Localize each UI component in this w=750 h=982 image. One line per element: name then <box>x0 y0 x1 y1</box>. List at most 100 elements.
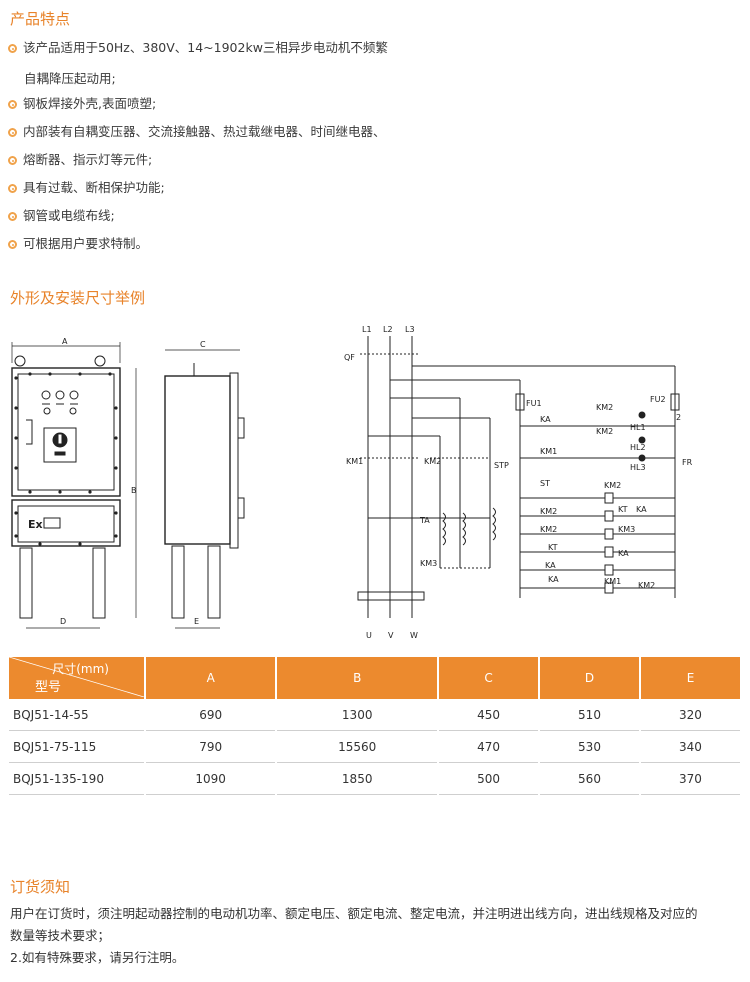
dim-label-a: A <box>62 337 68 346</box>
feature-item: 可根据用户要求特制。 <box>8 236 148 252</box>
label-km2-coil: KM2 <box>604 481 621 490</box>
feature-text: 熔断器、指示灯等元件; <box>23 152 153 167</box>
label-2: 2 <box>676 413 681 422</box>
table-row: BQJ51-135-190 1090 1850 500 560 370 <box>9 763 740 795</box>
table-cell: 560 <box>540 763 639 795</box>
label-w: W <box>410 631 418 640</box>
label-fu2: FU2 <box>650 395 666 404</box>
table-cell: 15560 <box>277 731 438 763</box>
label-l1: L1 <box>362 325 372 334</box>
column-header: A <box>146 657 276 699</box>
feature-text: 钢板焊接外壳,表面喷塑; <box>23 96 157 111</box>
label-stp: STP <box>494 461 509 470</box>
column-header: B <box>277 657 438 699</box>
column-header: E <box>640 657 740 699</box>
table-header-row: 尺寸(mm) 型号 A B C D E <box>9 657 740 699</box>
label-km2-main: KM2 <box>424 457 441 466</box>
label-kt-contact: KT <box>548 543 558 552</box>
label-ka-coil: KA <box>618 549 629 558</box>
label-km2-contact: KM2 <box>540 507 557 516</box>
bullet-icon <box>8 240 17 249</box>
feature-text: 可根据用户要求特制。 <box>23 236 149 251</box>
feature-item: 钢管或电缆布线; <box>8 208 115 224</box>
table-cell: 790 <box>146 731 276 763</box>
table-cell: 320 <box>640 699 740 731</box>
label-ta: TA <box>419 516 430 525</box>
bullet-icon <box>8 156 17 165</box>
label-l2: L2 <box>383 325 393 334</box>
label-ka-contact3: KA <box>548 575 559 584</box>
bullet-icon <box>8 128 17 137</box>
feature-item: 内部装有自耦变压器、交流接触器、热过载继电器、时间继电器、 <box>8 124 386 140</box>
bullet-icon <box>8 44 17 53</box>
features-title: 产品特点 <box>10 10 71 28</box>
feature-item: 钢板焊接外壳,表面喷塑; <box>8 96 156 112</box>
bullet-icon <box>8 184 17 193</box>
label-st: ST <box>540 479 550 488</box>
label-ka: KA <box>540 415 551 424</box>
diagonal-header-cell: 尺寸(mm) 型号 <box>9 657 144 699</box>
label-l3: L3 <box>405 325 415 334</box>
label-km1-main: KM1 <box>346 457 363 466</box>
label-km2: KM2 <box>596 403 613 412</box>
table-cell: 450 <box>439 699 539 731</box>
table-cell: 1850 <box>277 763 438 795</box>
order-title: 订货须知 <box>10 878 71 896</box>
model-cell: BQJ51-135-190 <box>9 763 144 795</box>
label-kt-coil: KT <box>618 505 628 514</box>
table-cell: 370 <box>640 763 740 795</box>
label-hl1: HL1 <box>630 423 646 432</box>
label-ka-contact2: KA <box>545 561 556 570</box>
label-fu1: FU1 <box>526 399 542 408</box>
model-cell: BQJ51-75-115 <box>9 731 144 763</box>
ex-mark: Ex <box>28 518 43 531</box>
front-view: A Ex D B <box>11 337 137 629</box>
dimensions-title: 外形及安装尺寸举例 <box>10 289 146 307</box>
dim-label-c: C <box>200 340 206 349</box>
feature-item: 该产品适用于50Hz、380V、14~1902kw三相异步电动机不频繁 <box>8 40 388 56</box>
label-qf: QF <box>344 353 355 362</box>
spec-table: 尺寸(mm) 型号 A B C D E BQJ51-14-55 690 1300… <box>7 657 742 795</box>
column-header: C <box>439 657 539 699</box>
table-row: BQJ51-75-115 790 15560 470 530 340 <box>9 731 740 763</box>
table-cell: 1300 <box>277 699 438 731</box>
order-line: 用户在订货时，须注明起动器控制的电动机功率、额定电压、额定电流、整定电流，并注明… <box>10 906 698 921</box>
table-cell: 530 <box>540 731 639 763</box>
label-ka-contact: KA <box>636 505 647 514</box>
dim-label-d: D <box>60 617 66 626</box>
table-cell: 510 <box>540 699 639 731</box>
table-row: BQJ51-14-55 690 1300 450 510 320 <box>9 699 740 731</box>
label-km3-coil: KM3 <box>618 525 635 534</box>
label-u: U <box>366 631 372 640</box>
feature-continuation: 自耦降压起动用; <box>24 71 116 86</box>
label-km2-contact2: KM2 <box>540 525 557 534</box>
feature-text: 该产品适用于50Hz、380V、14~1902kw三相异步电动机不频繁 <box>23 40 388 55</box>
bullet-icon <box>8 212 17 221</box>
order-line: 数量等技术要求； <box>10 928 111 943</box>
feature-text: 内部装有自耦变压器、交流接触器、热过载继电器、时间继电器、 <box>23 124 386 139</box>
feature-text: 钢管或电缆布线; <box>23 208 115 223</box>
bullet-icon <box>8 100 17 109</box>
label-km2b: KM2 <box>596 427 613 436</box>
label-km1-coil: KM1 <box>604 577 621 586</box>
dim-header: 尺寸(mm) <box>52 662 109 676</box>
circuit-diagram: L1 L2 L3 QF FU1 FU2 2 KA KM2 KM2 KM1 HL1… <box>344 325 693 640</box>
label-fr: FR <box>682 458 693 467</box>
label-v: V <box>388 631 394 640</box>
diagonal-line <box>9 657 144 697</box>
order-line: 2.如有特殊要求，请另行注明。 <box>10 950 185 965</box>
dimension-drawing: A Ex D B C <box>11 325 693 640</box>
table-cell: 340 <box>640 731 740 763</box>
table-cell: 690 <box>146 699 276 731</box>
label-hl2: HL2 <box>630 443 646 452</box>
column-header: D <box>540 657 639 699</box>
label-km1: KM1 <box>540 447 557 456</box>
label-hl3: HL3 <box>630 463 646 472</box>
model-cell: BQJ51-14-55 <box>9 699 144 731</box>
label-km3: KM3 <box>420 559 437 568</box>
table-cell: 500 <box>439 763 539 795</box>
dim-label-e: E <box>194 617 199 626</box>
feature-item: 熔断器、指示灯等元件; <box>8 152 152 168</box>
side-view: C E <box>164 340 245 629</box>
dim-label-b: B <box>131 486 137 495</box>
